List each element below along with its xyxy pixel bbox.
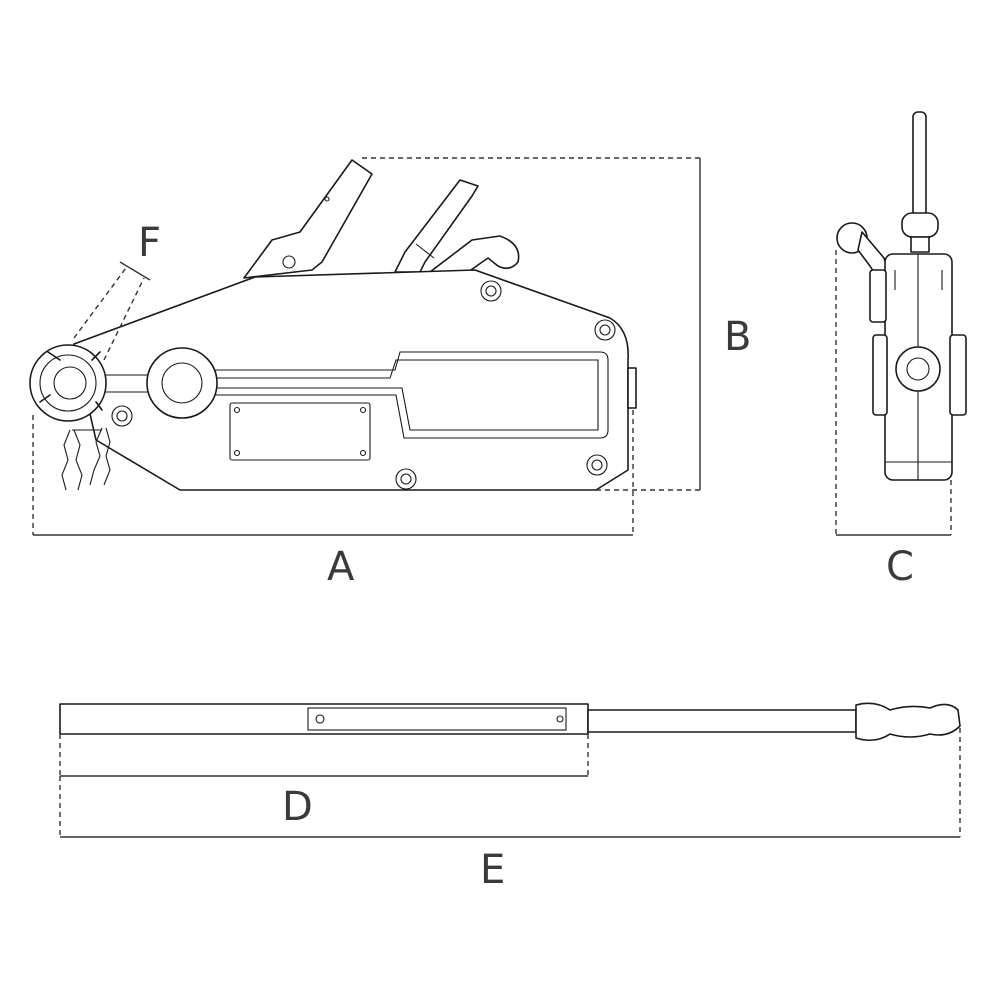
label-e: E: [480, 847, 505, 893]
label-d: D: [282, 784, 313, 830]
dimension-f: [73, 261, 151, 361]
telescopic-handle: [59, 702, 961, 838]
end-view: [835, 111, 967, 536]
dimension-c: [835, 250, 952, 536]
anchor-pin: [29, 344, 107, 422]
label-c: C: [886, 544, 914, 590]
dimension-e: [59, 728, 961, 838]
dimension-d: [59, 734, 589, 777]
label-a: A: [327, 544, 355, 590]
housing-body: [73, 269, 637, 491]
dimension-b: [362, 157, 701, 491]
label-b: B: [724, 314, 751, 360]
dimension-a: [32, 410, 634, 536]
label-f: F: [138, 220, 161, 266]
side-view: [29, 157, 701, 536]
rear-lever: [394, 179, 520, 273]
safety-chain: [61, 427, 111, 491]
front-lever: [243, 159, 373, 279]
